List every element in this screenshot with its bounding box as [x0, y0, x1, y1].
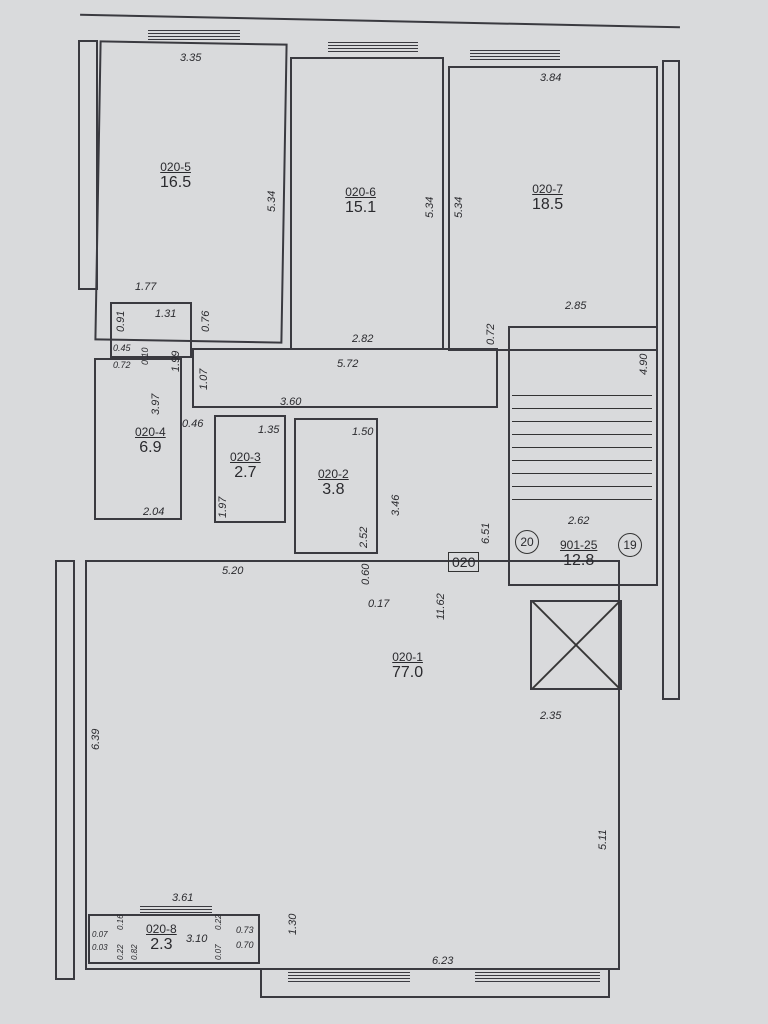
dim: 4.90: [638, 353, 650, 375]
window: [288, 972, 410, 982]
window: [148, 30, 240, 40]
dim: 2.82: [352, 333, 374, 345]
dim: 2.35: [540, 710, 562, 722]
dim: 5.72: [337, 358, 359, 370]
dim: 0.07: [214, 944, 223, 960]
apartment-label: 020: [448, 552, 480, 572]
dim: 0.73: [236, 925, 254, 935]
dim: 1.77: [135, 281, 157, 293]
stairs: [512, 395, 652, 505]
room-020-3: [214, 415, 286, 523]
dim: 0.72: [485, 323, 497, 345]
dim: 5.20: [222, 565, 244, 577]
dim: 2.04: [143, 506, 165, 518]
dim: 0.60: [360, 563, 372, 585]
stair-mark: 20: [515, 530, 539, 554]
room-901-25: [508, 326, 658, 586]
dim: 1.30: [287, 913, 299, 935]
outer-wall: [80, 13, 680, 31]
room-020-7: [448, 66, 658, 351]
dim: 0.17: [368, 598, 390, 610]
window: [475, 972, 600, 982]
dim: 0.10: [140, 347, 150, 365]
room-020-5: [94, 40, 288, 344]
dim: 5.11: [597, 829, 609, 850]
corridor: [192, 348, 498, 408]
room-020-1: [85, 560, 620, 970]
dim: 1.97: [217, 496, 229, 518]
dim: 0.70: [236, 940, 254, 950]
window: [328, 42, 418, 52]
window: [140, 906, 212, 916]
dim: 0.46: [182, 418, 204, 430]
dim: 3.35: [180, 52, 202, 64]
outer-wall-left-lower: [55, 560, 75, 980]
dim: 1.07: [198, 368, 210, 390]
dim: 2.52: [358, 526, 370, 548]
dim: 2.85: [565, 300, 587, 312]
dim: 0.16: [116, 914, 125, 930]
dim: 0.72: [113, 360, 131, 370]
dim: 0.82: [130, 944, 139, 960]
dim: 3.61: [172, 892, 194, 904]
dim: 0.07: [92, 930, 108, 939]
stair-mark: 19: [618, 533, 642, 557]
dim: 0.03: [92, 943, 108, 952]
dim: 0.76: [200, 310, 212, 332]
dim: 11.62: [435, 593, 447, 620]
dim: 1.31: [155, 308, 177, 320]
dim: 6.51: [480, 522, 492, 544]
room-020-8: [88, 914, 260, 964]
dim: 6.23: [432, 955, 454, 967]
lift-shaft: [530, 600, 622, 690]
room-020-2: [294, 418, 378, 554]
dim: 3.46: [390, 494, 402, 516]
dim: 1.50: [352, 426, 374, 438]
dim: 5.34: [266, 190, 278, 212]
dim: 0.91: [115, 310, 127, 332]
dim: 3.84: [540, 72, 562, 84]
dim: 5.34: [453, 196, 465, 218]
room-020-4-top: [110, 302, 192, 358]
dim: 3.60: [280, 396, 302, 408]
dim: 0.22: [214, 914, 223, 930]
dim: 0.45: [113, 343, 131, 353]
dim: 1.99: [170, 350, 182, 372]
dim: 0.22: [116, 944, 125, 960]
dim: 3.97: [150, 393, 162, 415]
outer-wall-right: [662, 60, 680, 700]
dim: 2.62: [568, 515, 590, 527]
outer-wall-left: [78, 40, 98, 290]
dim: 1.35: [258, 424, 280, 436]
dim: 3.10: [186, 933, 208, 945]
dim: 5.34: [424, 196, 436, 218]
room-020-4: [94, 358, 182, 520]
dim: 6.39: [90, 728, 102, 750]
window: [470, 50, 560, 60]
